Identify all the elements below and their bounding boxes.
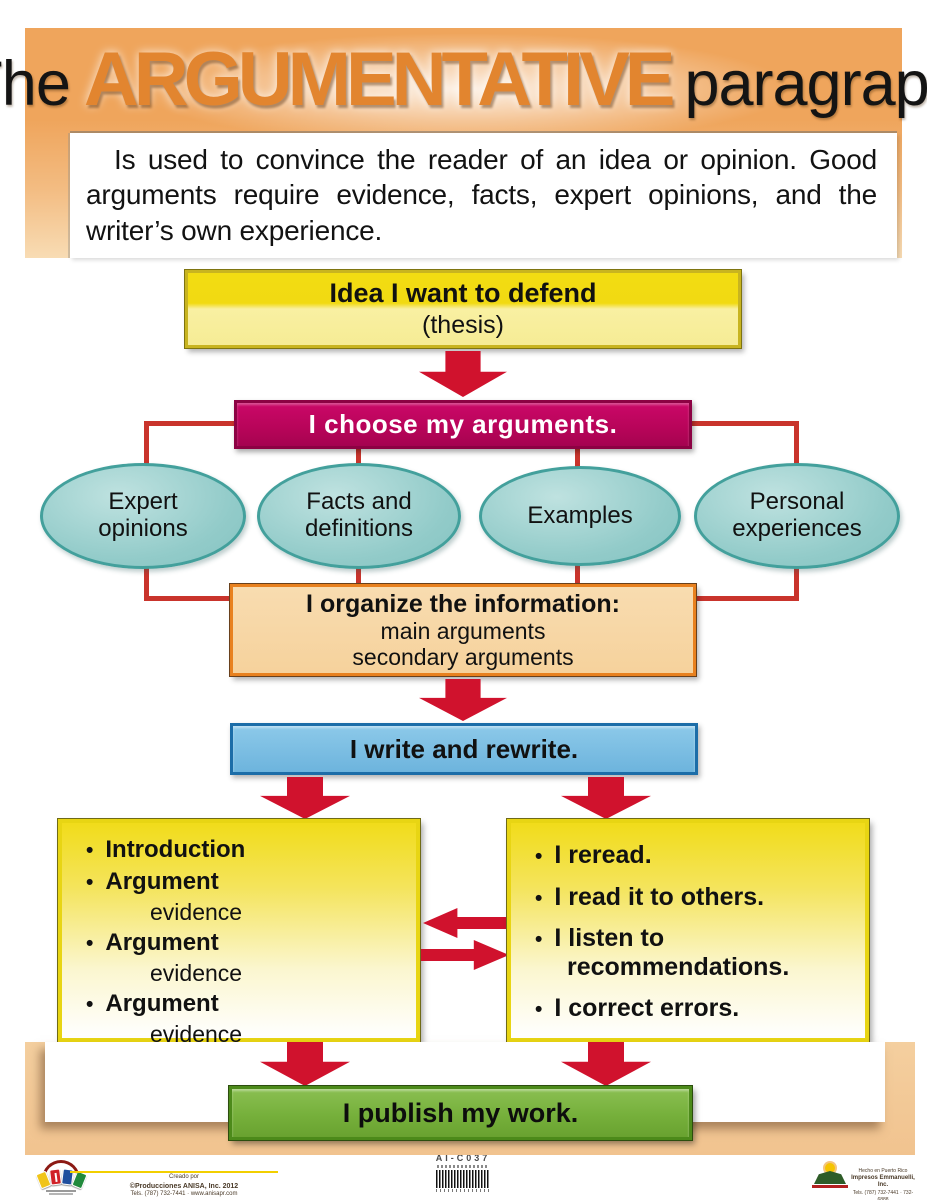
anisa-microtext <box>49 1193 73 1195</box>
page-title: The ARGUMENTATIVE paragraph <box>0 36 927 146</box>
header-band: The ARGUMENTATIVE paragraph Is used to c… <box>0 28 927 258</box>
emmanuelli-emblem <box>814 1171 846 1184</box>
source-label: Facts and <box>306 488 412 516</box>
bullet: • <box>535 998 543 1021</box>
draft-item-label: Introduction <box>105 836 246 863</box>
publish-box: I publish my work. <box>229 1086 692 1140</box>
draft-item: • Argument <box>86 929 402 957</box>
intro-text: Is used to convince the reader of an ide… <box>86 144 877 246</box>
publisher-line: Tels. (787) 732-7441 · www.anisapr.com <box>130 1190 238 1197</box>
bullet: • <box>535 928 543 951</box>
review-item: • I read it to others. <box>535 883 851 912</box>
printer-line: Tels. (787) 732-7441 · 732-6888 <box>852 1190 914 1200</box>
source-ellipse-expert-opinions: Expert opinions <box>40 463 246 569</box>
draft-box: • Introduction • Argument evidence • Argume… <box>58 819 420 1047</box>
source-label: Examples <box>527 501 633 529</box>
title-prefix: The <box>0 49 71 119</box>
bullet: • <box>86 839 94 862</box>
emmanuelli-logo <box>812 1163 848 1191</box>
bullet: • <box>535 886 543 910</box>
source-label: opinions <box>98 515 188 542</box>
review-item: • I listen to recommendations. <box>535 924 851 981</box>
printer-line: Impresos Emmanuelli, Inc. <box>851 1174 915 1189</box>
draft-evidence: evidence <box>150 959 243 986</box>
draft-item: • Argument <box>86 990 402 1018</box>
draft-item-label: Argument <box>105 929 219 957</box>
review-item: • I reread. <box>535 841 851 870</box>
publisher-credit: Creado por ©Producciones ANISA, Inc. 201… <box>84 1174 284 1199</box>
source-label: Personal <box>749 488 845 516</box>
review-box: • I reread. • I read it to others. • I list… <box>507 819 869 1042</box>
connector-line <box>144 596 234 601</box>
intro-panel: Is used to convince the reader of an ide… <box>70 133 897 258</box>
title-halo <box>145 34 785 144</box>
review-item: • I correct errors. <box>535 994 851 1023</box>
arrow-left-review-to-draft <box>423 908 509 938</box>
organize-box: I organize the information: main argumen… <box>230 584 696 676</box>
printer-line: Hecho en Puerto Rico <box>858 1168 908 1174</box>
catalog-code: AI-C037 <box>435 1153 491 1163</box>
anisa-logo <box>35 1160 88 1196</box>
review-item-label: I reread. <box>554 841 652 869</box>
connector-line <box>688 421 799 426</box>
draft-item: • Introduction <box>86 836 402 864</box>
publisher-line: ©Producciones ANISA, Inc. 2012 <box>129 1182 239 1190</box>
emmanuelli-banner <box>812 1185 848 1188</box>
draft-item-label: Argument <box>105 990 219 1018</box>
arrow-down-idea-to-choose <box>419 351 507 397</box>
barcode <box>436 1170 490 1188</box>
write-label: I write and rewrite. <box>349 733 579 764</box>
organize-title: I organize the information: <box>306 589 620 618</box>
choose-label: I choose my arguments. <box>308 409 618 439</box>
barcode-digits <box>436 1189 490 1192</box>
publisher-line: Creado por <box>168 1174 200 1180</box>
anisa-microtext <box>46 1190 76 1192</box>
sun-icon <box>825 1163 835 1173</box>
draft-item-label: Argument <box>105 867 219 895</box>
arrow-down-write-to-draft <box>260 777 350 819</box>
draft-item: • Argument <box>86 867 402 896</box>
bullet: • <box>535 845 543 868</box>
printer-credit: Hecho en Puerto Rico Impresos Emmanuelli… <box>851 1168 915 1200</box>
draft-evidence: evidence <box>150 898 243 925</box>
review-item-label: I correct errors. <box>554 994 740 1022</box>
arrow-down-write-to-review <box>561 777 651 819</box>
choose-box: I choose my arguments. <box>234 400 692 449</box>
bullet: • <box>86 993 94 1017</box>
idea-title: Idea I want to defend <box>329 278 597 308</box>
connector-line <box>144 421 237 426</box>
connector-line <box>692 596 799 601</box>
bullet: • <box>86 870 94 894</box>
title-highlight: ARGUMENTATIVE <box>83 37 676 122</box>
review-item-label: I read it to others. <box>554 882 765 911</box>
publish-label: I publish my work. <box>342 1097 579 1128</box>
source-label: experiences <box>732 515 862 542</box>
idea-box: Idea I want to defend (thesis) <box>185 270 741 348</box>
title-suffix: paragraph <box>684 49 927 119</box>
publisher-rule <box>70 1171 278 1173</box>
source-ellipse-examples: Examples <box>479 466 681 566</box>
review-item-label: I listen to recommendations. <box>554 924 790 981</box>
organize-secondary-arguments: secondary arguments <box>352 643 574 670</box>
bullet: • <box>86 932 94 956</box>
idea-thesis: (thesis) <box>422 311 504 339</box>
organize-main-arguments: main arguments <box>380 617 546 644</box>
source-ellipse-facts-definitions: Facts and definitions <box>257 463 461 569</box>
anisa-card-red <box>49 1168 62 1186</box>
isbn-microtext <box>437 1165 489 1168</box>
source-ellipse-personal-experiences: Personal experiences <box>694 463 900 569</box>
arrow-down-organize-to-write <box>419 679 507 721</box>
arrow-right-draft-to-review <box>421 940 509 970</box>
source-label: definitions <box>304 515 414 542</box>
write-box: I write and rewrite. <box>230 723 698 775</box>
source-label: Expert <box>108 488 178 516</box>
